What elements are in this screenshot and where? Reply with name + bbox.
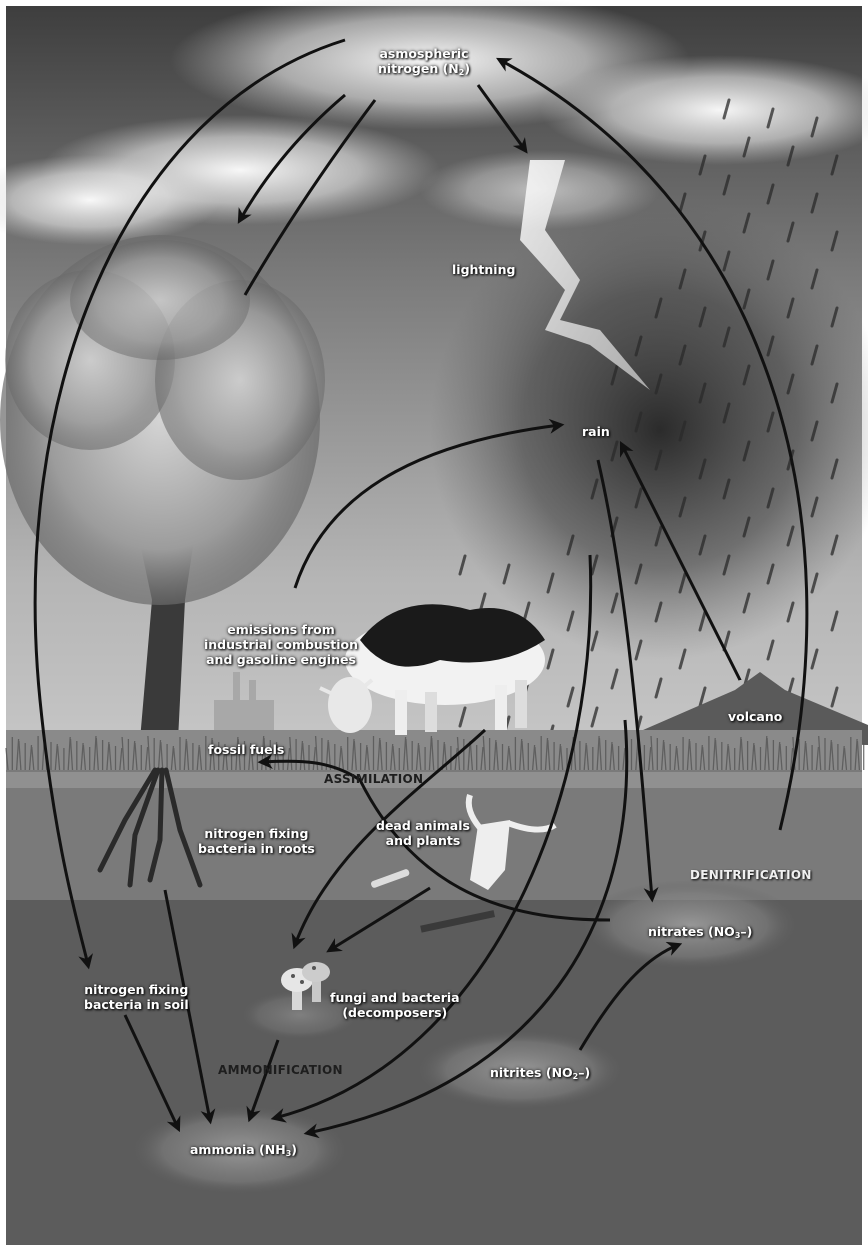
- process-assimilation: ASSIMILATION: [324, 772, 423, 786]
- label-nitrates: nitrates (NO3–): [648, 924, 752, 943]
- label-ammonia: ammonia (NH3): [190, 1142, 297, 1161]
- label-atmospheric-nitrogen: asmospheric nitrogen (N2): [378, 46, 470, 80]
- label-rain: rain: [582, 424, 610, 439]
- label-nitrogen-fixing-soil: nitrogen fixing bacteria in soil: [84, 982, 189, 1012]
- label-nitrogen-fixing-roots: nitrogen fixing bacteria in roots: [198, 826, 315, 856]
- label-fungi-bacteria: fungi and bacteria (decomposers): [330, 990, 460, 1020]
- factory: [214, 700, 274, 732]
- process-denitrification: DENITRIFICATION: [690, 868, 812, 882]
- label-fossil-fuels: fossil fuels: [208, 742, 284, 757]
- process-ammonification: AMMONIFICATION: [218, 1063, 343, 1077]
- label-volcano: volcano: [728, 709, 782, 724]
- label-lightning: lightning: [452, 262, 515, 277]
- label-nitrites: nitrites (NO2–): [490, 1065, 590, 1084]
- label-emissions: emissions from industrial combustion and…: [204, 622, 358, 667]
- label-dead-animals-plants: dead animals and plants: [376, 818, 470, 848]
